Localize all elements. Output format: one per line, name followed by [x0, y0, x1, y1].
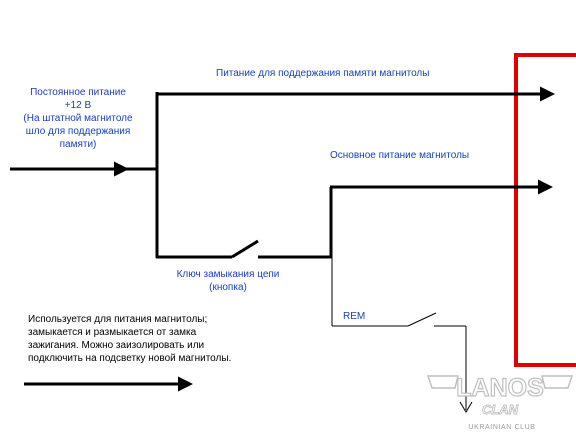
- logo-tagline-text: UKRAINIAN CLUB: [468, 424, 535, 431]
- switch-button-label: Ключ замыкания цепи (кнопка): [176, 269, 280, 293]
- logo-wing-right-icon: [541, 375, 574, 389]
- logo-sub-text: CLAN: [482, 402, 519, 417]
- legend-text: Используется для питания магнитолы; замы…: [28, 314, 232, 364]
- rem-arrow-icon: [459, 401, 473, 413]
- memory-power-label: Питание для поддержания памяти магнитолы: [216, 68, 430, 79]
- rem-switch-lever: [407, 312, 437, 327]
- lanos-clan-logo: LANOS CLAN UKRAINIAN CLUB: [426, 373, 574, 431]
- logo-wing-left-icon: [426, 375, 459, 389]
- logo-main-text: LANOS: [456, 374, 544, 402]
- main-power-label: Основное питание магнитолы: [330, 150, 470, 161]
- button-switch-lever: [231, 239, 259, 259]
- head-unit-outline: [514, 53, 576, 367]
- constant-power-label: Постоянное питание +12 В (На штатной маг…: [23, 87, 133, 150]
- rem-label: REM: [343, 311, 366, 322]
